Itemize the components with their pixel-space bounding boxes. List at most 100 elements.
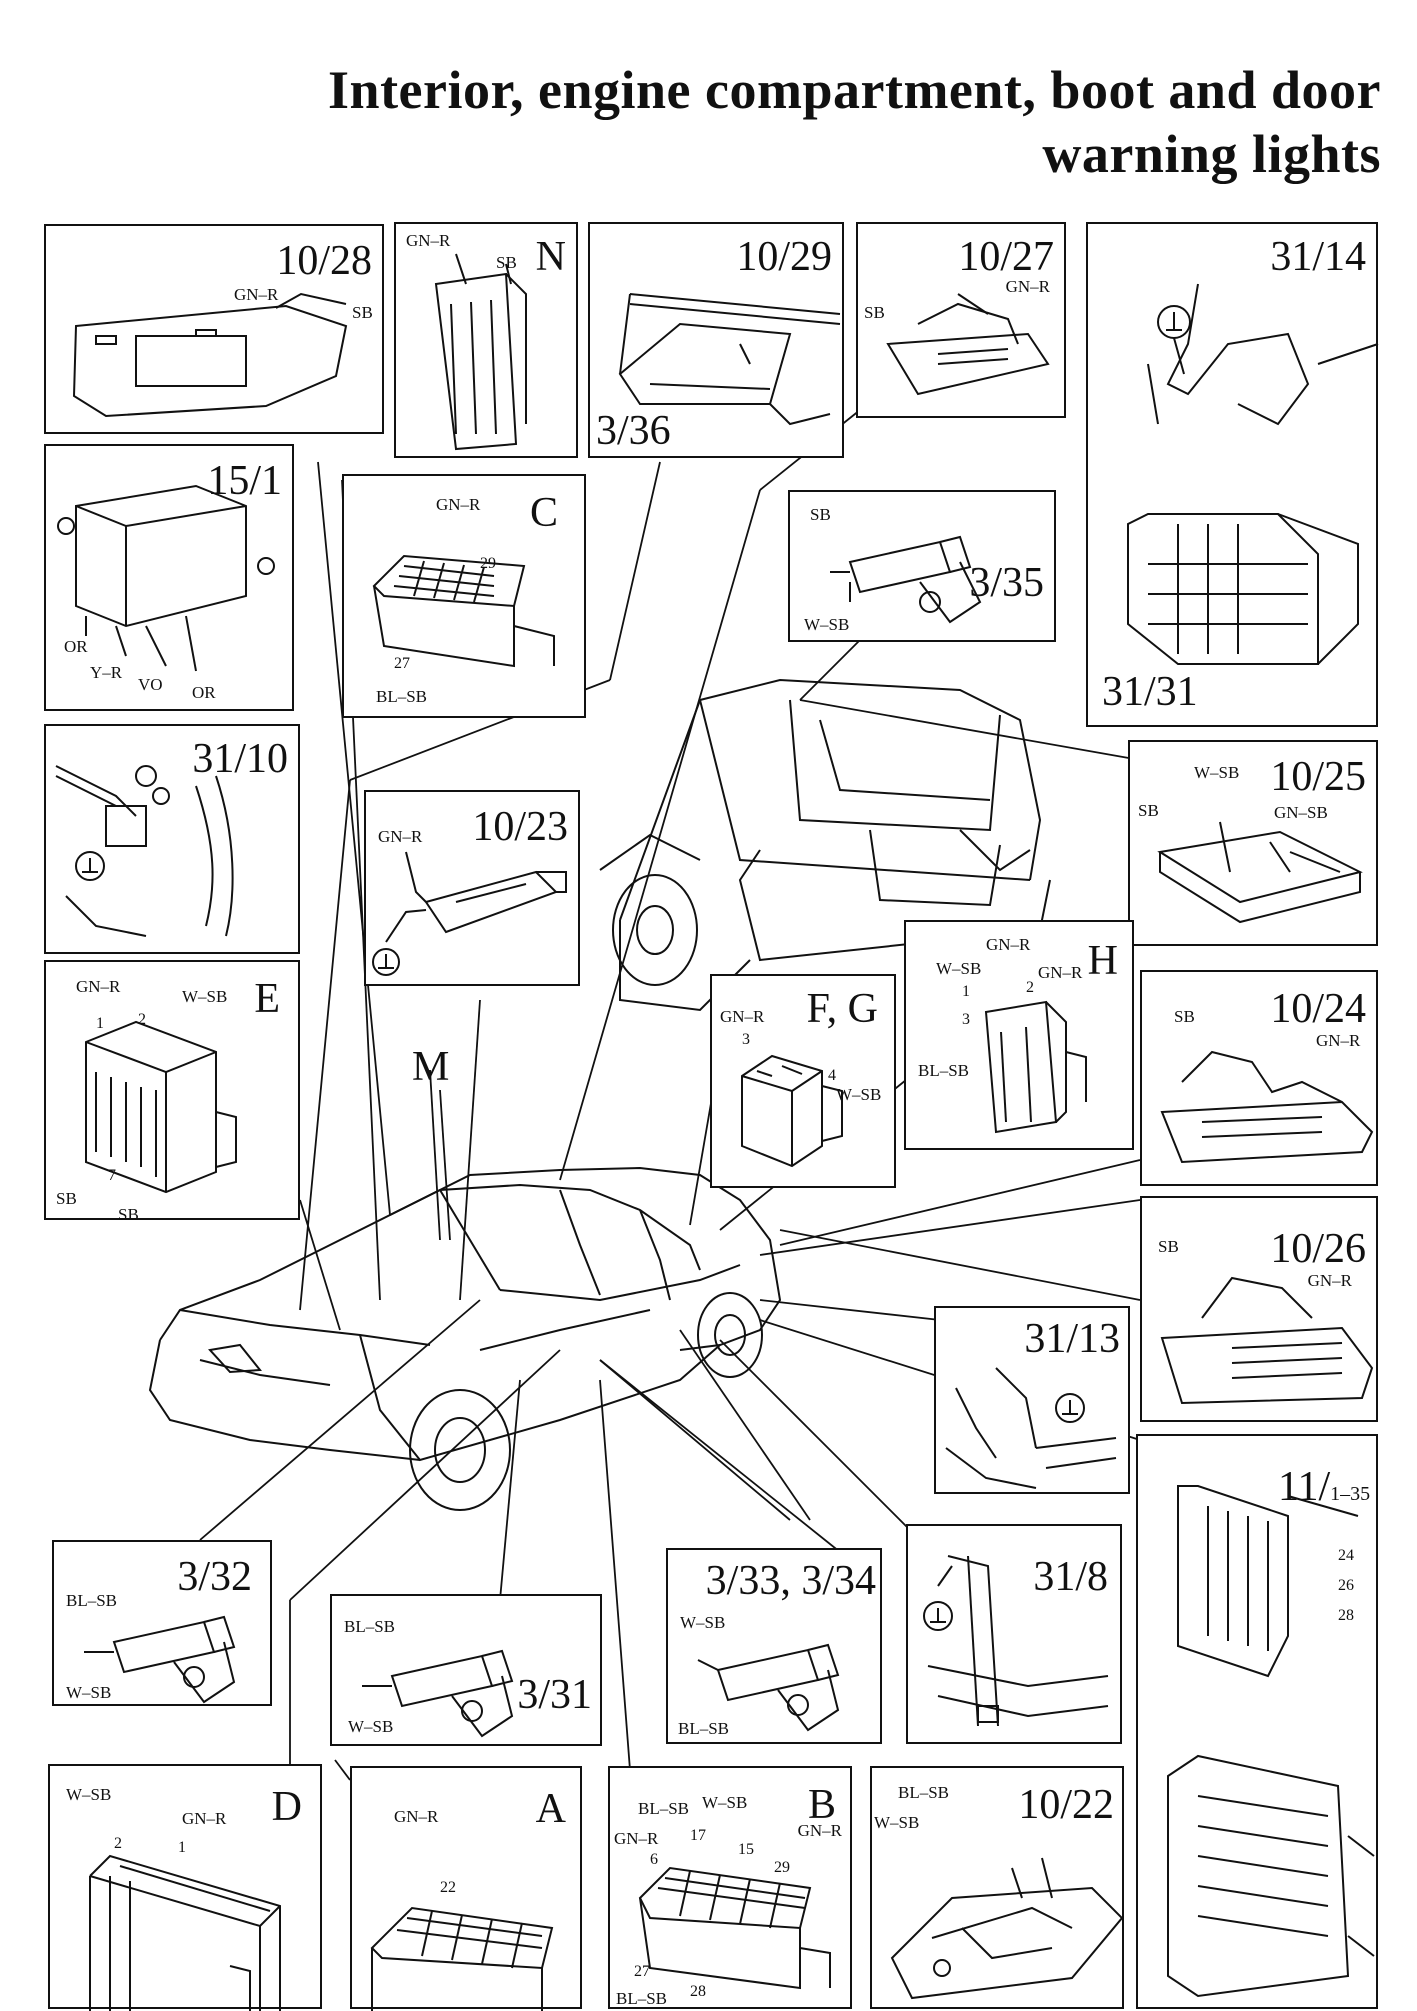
panel-label: H <box>1087 938 1118 984</box>
panel-10-24: 10/24 SB GN–R <box>1140 970 1378 1186</box>
wire-label: BL–SB <box>918 1061 970 1080</box>
wire-label: VO <box>138 675 163 694</box>
wire-label: SB <box>1158 1237 1179 1256</box>
wire-label: BL–SB <box>616 1989 668 2008</box>
wire-label: SB <box>56 1189 77 1208</box>
panel-31-13: 31/13 <box>934 1306 1130 1494</box>
panel-label: 10/22 <box>1018 1782 1114 1828</box>
panel-3-33-3-34: 3/33, 3/34 W–SB BL–SB <box>666 1548 882 1744</box>
pin-number: 29 <box>774 1859 790 1876</box>
panel-3-31: 3/31 BL–SB W–SB <box>330 1594 602 1746</box>
wire-label: OR <box>64 637 88 656</box>
panel-label: 10/26 <box>1270 1226 1366 1272</box>
panel-10-29: 10/29 3/36 <box>588 222 844 458</box>
pin-number: 17 <box>690 1827 706 1844</box>
ground-symbol-icon <box>75 851 105 881</box>
panel-a: A GN–R 22 <box>350 1766 582 2011</box>
wire-label: W–SB <box>1194 763 1240 782</box>
connector-a-drawing <box>370 1906 554 2011</box>
wire-label: BL–SB <box>678 1719 730 1738</box>
wire-label: GN–R <box>1038 963 1083 982</box>
panel-label-sub: 1–35 <box>1330 1483 1371 1505</box>
pin-number: 1 <box>96 1015 104 1032</box>
wire-label: W–SB <box>804 615 850 634</box>
panel-label: 31/10 <box>192 736 288 782</box>
connector-n-drawing <box>434 253 527 451</box>
wire-label: GN–R <box>720 1007 765 1026</box>
control-unit-drawing <box>57 484 275 672</box>
panel-10-23: 10/23 GN–R <box>364 790 580 986</box>
door-lamp-drawing <box>1157 821 1363 924</box>
wire-label: GN–R <box>406 231 451 250</box>
panel-10-28: 10/28 GN–R SB <box>44 224 384 434</box>
connector-c-drawing <box>372 554 555 668</box>
connector-h-drawing <box>984 1000 1087 1134</box>
panel-h: H GN–R W–SB GN–R 1 2 3 BL–SB <box>904 920 1134 1150</box>
wire-label: SB <box>118 1205 139 1224</box>
pin-number: 1 <box>962 983 970 1000</box>
panel-b: B BL–SB W–SB GN–R GN–R 17 15 6 29 27 28 … <box>608 1766 852 2009</box>
door-switch-drawing <box>830 535 982 624</box>
wire-label: W–SB <box>182 987 228 1006</box>
panel-31-10: 31/10 <box>44 724 300 954</box>
panel-sublabel: 31/31 <box>1102 669 1198 715</box>
panel-label: E <box>254 976 280 1022</box>
pin-number: 27 <box>634 1963 650 1980</box>
panel-label: 3/33, 3/34 <box>705 1558 876 1604</box>
ground-symbol-icon <box>1055 1393 1085 1423</box>
door-switch-drawing <box>84 1615 236 1704</box>
panel-label: D <box>271 1784 302 1830</box>
connector-d-drawing <box>89 1854 281 2011</box>
wire-label: BL–SB <box>344 1617 396 1636</box>
wire-label: SB <box>810 505 831 524</box>
wire-label: GN–R <box>436 495 481 514</box>
wire-label: BL–SB <box>66 1591 118 1610</box>
panel-label: 10/24 <box>1270 986 1366 1032</box>
connector-e-drawing <box>85 1020 237 1194</box>
ground-symbol-icon <box>923 1601 953 1631</box>
wire-label: W–SB <box>66 1683 112 1702</box>
panel-label: 3/32 <box>177 1554 252 1600</box>
door-switch-drawing <box>697 1643 840 1732</box>
panel-sublabel: 3/36 <box>596 408 671 454</box>
wire-label: GN–R <box>1307 1271 1352 1290</box>
pin-number: 28 <box>690 1983 706 2000</box>
panel-label: N <box>535 234 566 280</box>
panel-label: B <box>807 1782 836 1828</box>
wire-label: GN–R <box>797 1821 842 1840</box>
wire-label: SB <box>1138 801 1159 820</box>
panel-label: A <box>535 1786 566 1832</box>
wire-label: BL–SB <box>376 687 428 706</box>
wire-label: GN–R <box>1316 1031 1361 1050</box>
wire-label: SB <box>864 303 885 322</box>
boot-lamp-2-drawing <box>1160 1276 1374 1405</box>
wire-label: W–SB <box>702 1793 748 1812</box>
panel-c: C GN–R 29 27 BL–SB <box>342 474 586 718</box>
pin-number: 28 <box>1338 1607 1354 1624</box>
wire-label: GN–R <box>1005 277 1050 296</box>
ground-symbol-icon <box>372 948 400 976</box>
panel-label: 10/25 <box>1270 754 1366 800</box>
pin-number: 22 <box>440 1879 456 1896</box>
panel-11: 11/1–35 24 26 28 <box>1136 1434 1378 2009</box>
ground-point-rear-drawing <box>945 1367 1117 1489</box>
pin-number: 3 <box>962 1011 970 1028</box>
fuse-box-ground-drawing <box>1127 283 1379 665</box>
wire-label: OR <box>192 683 216 702</box>
sun-visor-lamp-drawing <box>72 292 348 418</box>
reading-lamp-drawing <box>890 1857 1124 2000</box>
panel-label: F, G <box>806 986 878 1032</box>
panel-label: 10/27 <box>958 234 1054 280</box>
wire-label: SB <box>1174 1007 1195 1026</box>
wire-label: GN–R <box>234 285 279 304</box>
panel-label: 3/31 <box>517 1672 592 1718</box>
pin-number: 27 <box>394 655 410 672</box>
wire-label: GN–R <box>76 977 121 996</box>
panel-3-32: 3/32 BL–SB W–SB <box>52 1540 272 1706</box>
panel-label: 11/1–35 <box>1278 1466 1370 1508</box>
wire-label: W–SB <box>348 1717 394 1736</box>
pin-number: 3 <box>742 1031 750 1048</box>
title-line-1: Interior, engine compartment, boot and d… <box>328 60 1381 120</box>
wire-label: W–SB <box>680 1613 726 1632</box>
panel-15-1: 15/1 OR Y–R VO OR <box>44 444 294 711</box>
